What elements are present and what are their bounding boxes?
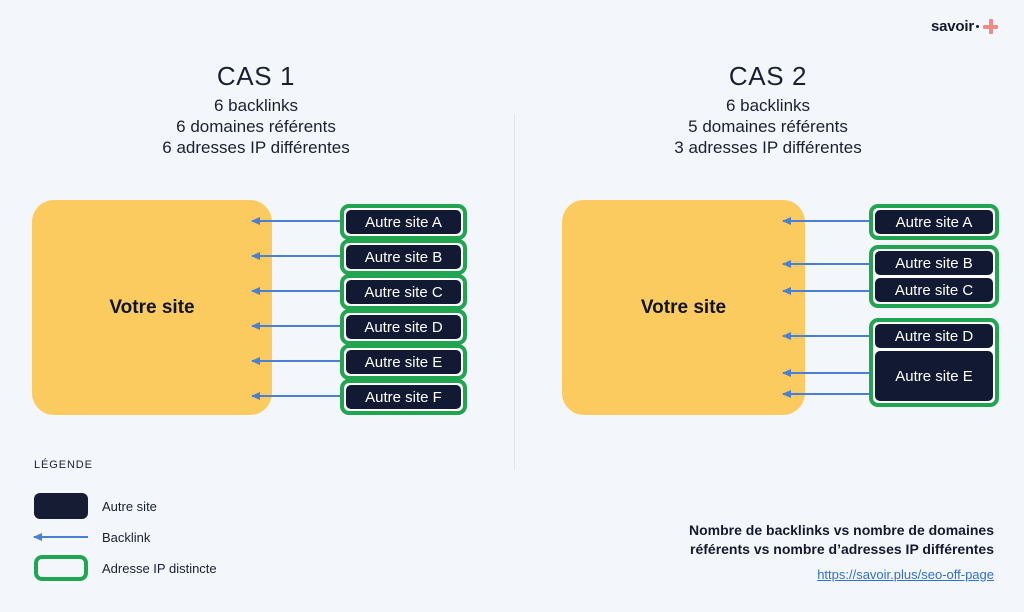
legend: LÉGENDE Autre site Backlink Adresse IP d… [33, 459, 334, 584]
site-chip: Autre site A [346, 210, 461, 234]
case-stat-backlinks: 6 backlinks [213, 96, 299, 115]
site-chip: Autre site F [346, 385, 461, 409]
site-chip: Autre site B [875, 251, 993, 275]
legend-item-backlink: Backlink [33, 522, 334, 552]
case-panel-2: CAS 2 6 backlinks 5 domaines référents 3… [512, 0, 1024, 612]
source-url-link[interactable]: https://savoir.plus/seo-off-page [817, 567, 994, 582]
site-chip-label: Autre site B [895, 254, 973, 272]
caption-line-1: Nombre de backlinks vs nombre de domaine… [689, 522, 994, 538]
brand-name: savoir [931, 18, 974, 35]
site-chip-label: Autre site C [364, 283, 443, 301]
site-chip-label: Autre site E [895, 367, 973, 385]
site-chip-label: Autre site D [364, 318, 443, 336]
case-stats-2: 6 backlinks 5 domaines référents 3 adres… [512, 95, 1024, 158]
backlink-arrow [782, 286, 869, 295]
ip-outline-swatch [34, 555, 94, 581]
legend-label-backlink: Backlink [102, 529, 151, 545]
site-chip: Autre site B [346, 245, 461, 269]
case-stat-ips: 6 adresses IP différentes [162, 138, 350, 157]
backlink-arrow [251, 216, 340, 225]
site-chip: Autre site E [875, 351, 993, 401]
case-panel-1: CAS 1 6 backlinks 6 domaines référents 6… [0, 61, 512, 415]
site-chip: Autre site C [346, 280, 461, 304]
backlink-arrow [782, 259, 869, 268]
legend-title: LÉGENDE [34, 459, 93, 471]
caption-line-2: référents vs nombre d’adresses IP différ… [690, 541, 994, 557]
case-title-1: CAS 1 [216, 61, 296, 91]
ip-group: Autre site B [340, 239, 467, 275]
ip-group: Autre site C [340, 274, 467, 310]
your-site-box-1: Votre site [32, 200, 272, 415]
legend-item-site: Autre site [34, 491, 334, 521]
ip-group: Autre site D [340, 309, 467, 345]
site-swatch [34, 493, 94, 519]
brand-logo: savoir [931, 18, 998, 35]
backlink-arrow-icon [33, 532, 94, 541]
brand-separator-dot [976, 24, 979, 28]
site-chip-label: Autre site D [894, 327, 974, 345]
backlink-arrow [782, 389, 869, 398]
your-site-label-2: Votre site [640, 296, 727, 318]
legend-item-ip: Adresse IP distincte [34, 553, 334, 583]
panel-divider [514, 114, 515, 470]
site-chip: Autre site D [875, 324, 993, 348]
legend-label-site: Autre site [102, 498, 157, 514]
case-stat-ips: 3 adresses IP différentes [674, 138, 862, 157]
site-chip-label: Autre site C [894, 281, 974, 299]
backlink-arrow [251, 251, 340, 260]
your-site-label-1: Votre site [109, 296, 195, 318]
backlink-arrow [251, 286, 340, 295]
backlink-arrow [251, 356, 340, 365]
site-chip-label: Autre site A [895, 213, 973, 231]
ip-group: Autre site F [340, 379, 467, 415]
plus-icon [983, 19, 998, 34]
ip-group: Autre site A [340, 204, 467, 240]
backlink-arrow [782, 331, 869, 340]
site-chip: Autre site E [346, 350, 461, 374]
case-stat-backlinks: 6 backlinks [725, 96, 811, 115]
ip-group: Autre site B Autre site C [869, 245, 999, 308]
legend-label-ip: Adresse IP distincte [102, 560, 217, 576]
site-chip: Autre site D [346, 315, 461, 339]
case-stats-1: 6 backlinks 6 domaines référents 6 adres… [0, 95, 512, 158]
ip-group: Autre site D Autre site E [869, 318, 999, 407]
site-chip-label: Autre site F [365, 388, 442, 406]
site-chip-label: Autre site B [364, 248, 443, 266]
site-chip-label: Autre site A [365, 213, 442, 231]
your-site-box-2: Votre site [562, 200, 805, 415]
site-chip-label: Autre site E [364, 353, 443, 371]
backlink-arrow [251, 391, 340, 400]
backlink-arrow [782, 216, 869, 225]
case-stat-domains: 5 domaines référents [688, 117, 848, 136]
case-stat-domains: 6 domaines référents [176, 117, 336, 136]
footer-caption: Nombre de backlinks vs nombre de domaine… [574, 521, 994, 559]
backlink-arrow [782, 368, 869, 377]
site-chip: Autre site A [875, 210, 993, 234]
case-title-2: CAS 2 [728, 61, 808, 91]
backlink-arrow [251, 321, 340, 330]
ip-group: Autre site E [340, 344, 467, 380]
ip-group: Autre site A [869, 204, 999, 240]
site-chip: Autre site C [875, 278, 993, 302]
